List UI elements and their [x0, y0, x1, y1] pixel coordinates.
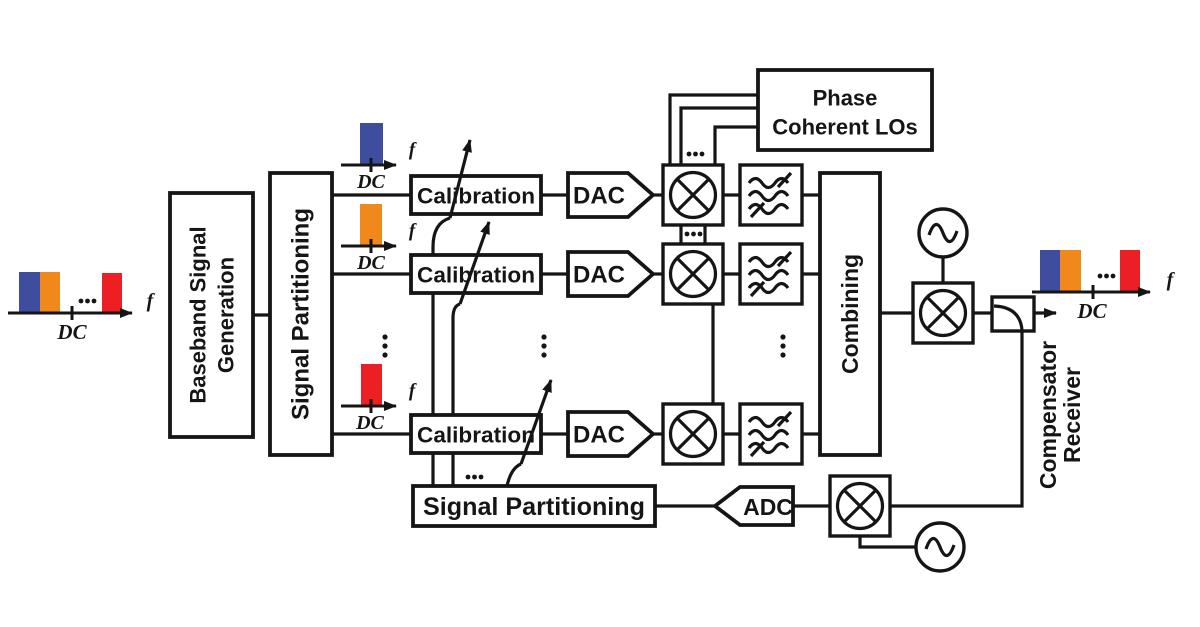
spectrum-bar-blue	[1040, 250, 1060, 291]
compensator-receiver-label: Compensator Receiver	[1035, 341, 1085, 489]
oscillator-icon	[917, 207, 969, 259]
combining-block: Combining	[818, 171, 882, 457]
directional-coupler-icon	[990, 295, 1036, 333]
calibration-1-label: Calibration	[417, 184, 535, 209]
spectrum-bar-red	[361, 364, 382, 405]
branch3-spectrum: DC f	[341, 364, 417, 434]
calibration-2-label: Calibration	[417, 263, 535, 288]
baseband-label-line1: Baseband Signal	[186, 226, 211, 403]
vertical-ellipsis-icon	[780, 334, 786, 358]
spectrum-bar-blue	[19, 272, 40, 313]
dac-1-label: DAC	[573, 183, 625, 210]
coupler-feedback-line	[890, 331, 1024, 508]
calibration-1-tuning-arrow-icon	[448, 139, 472, 219]
dc-label: DC	[56, 320, 87, 344]
dac-3-block: DAC	[566, 410, 656, 458]
rx-oscillator-line	[858, 536, 916, 549]
bandpass-filter-icon	[738, 402, 804, 466]
calibration-3-label: Calibration	[417, 423, 535, 448]
compensator-label-line2: Receiver	[1059, 367, 1085, 463]
bandpass-filter-icon	[738, 163, 804, 227]
signal-partitioning-rx-label: Signal Partitioning	[423, 493, 645, 521]
compensator-label-line1: Compensator	[1035, 341, 1061, 489]
spectrum-bar-blue	[360, 123, 383, 164]
vertical-ellipsis-icon	[541, 334, 547, 358]
dac-2-label: DAC	[573, 262, 625, 289]
mixer-icon	[661, 402, 725, 466]
adc-block: ADC	[711, 485, 795, 527]
phase-coherent-los-block: Phase Coherent LOs	[756, 68, 934, 152]
baseband-signal-generation-block: Baseband Signal Generation	[168, 191, 255, 439]
mixer-icon	[828, 474, 892, 538]
signal-partitioning-tx-label: Signal Partitioning	[288, 208, 315, 420]
spectrum-bar-red	[102, 273, 122, 313]
ellipsis-icon	[1097, 273, 1116, 279]
signal-partitioning-tx-block: Signal Partitioning	[268, 171, 334, 457]
oscillator-icon	[914, 521, 966, 573]
dac-2-block: DAC	[566, 250, 656, 298]
f-label: f	[409, 140, 417, 161]
f-label: f	[1167, 269, 1176, 291]
bandpass-filter-icon	[738, 242, 804, 306]
phase-coherent-los-line2: Coherent LOs	[772, 115, 917, 140]
dc-label: DC	[355, 412, 384, 434]
mixer-icon	[661, 163, 725, 227]
dc-label: DC	[356, 171, 385, 193]
signal-partitioning-rx-block: Signal Partitioning	[411, 484, 657, 528]
dac-3-label: DAC	[573, 422, 625, 449]
calibration-3-tuning-arrow-icon	[519, 379, 553, 465]
branch1-spectrum: DC f	[341, 123, 417, 193]
f-label: f	[409, 381, 417, 402]
dc-label: DC	[356, 252, 385, 274]
baseband-label-line2: Generation	[214, 257, 239, 373]
f-label: f	[147, 290, 156, 312]
ellipsis-icon	[465, 474, 484, 480]
lo-distribution-lines	[668, 93, 760, 404]
ellipsis-icon	[686, 151, 705, 157]
tx-input-spectrum: DC f	[8, 272, 156, 344]
spectrum-bar-red	[1120, 250, 1140, 291]
ellipsis-icon	[684, 231, 703, 237]
mixer-icon	[661, 242, 725, 306]
calibration-2-tuning-arrow-icon	[458, 221, 491, 305]
dc-label: DC	[1076, 299, 1107, 323]
ellipsis-icon	[78, 298, 97, 304]
rf-output-spectrum: DC f	[1032, 250, 1176, 323]
calibration-1-block: Calibration	[409, 174, 543, 216]
phase-coherent-los-line1: Phase	[813, 86, 878, 111]
mixer-icon	[911, 281, 975, 345]
calibration-3-block: Calibration	[409, 413, 543, 455]
calibration-2-block: Calibration	[409, 253, 543, 295]
spectrum-bar-orange	[1060, 250, 1081, 291]
spectrum-bar-orange	[40, 272, 60, 313]
adc-label: ADC	[743, 494, 793, 520]
dac-1-block: DAC	[566, 171, 656, 219]
spectrum-bar-orange	[360, 204, 382, 245]
f-label: f	[409, 221, 417, 242]
branch2-spectrum: DC f	[341, 204, 417, 274]
combining-label: Combining	[837, 254, 863, 374]
vertical-ellipsis-icon	[382, 334, 388, 358]
